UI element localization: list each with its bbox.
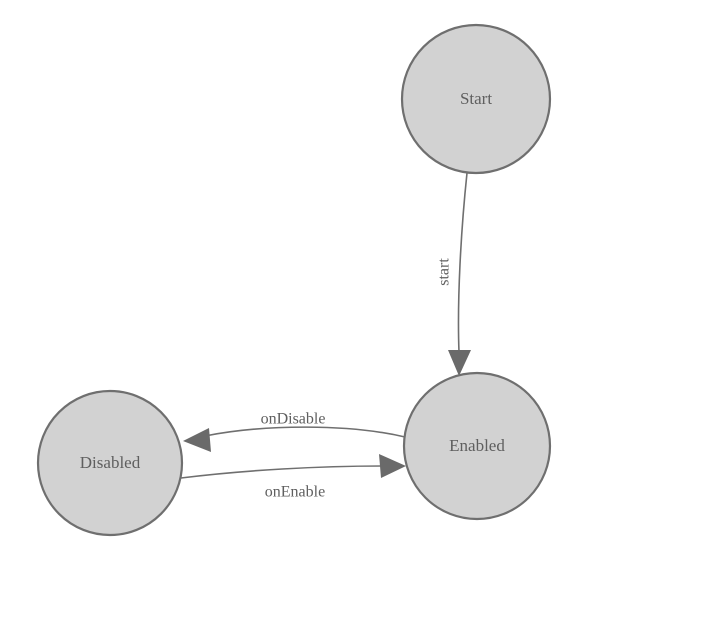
edge-start-to-enabled[interactable]: start (436, 172, 471, 376)
edge-disabled-to-enabled-path (180, 465, 383, 479)
edge-label-ondisable: onDisable (261, 411, 326, 428)
edge-enabled-to-disabled[interactable]: onDisable (183, 411, 406, 452)
state-node-disabled-label: Disabled (80, 453, 141, 472)
state-node-start[interactable]: Start (400, 23, 552, 175)
state-node-disabled-circle (36, 389, 184, 537)
edge-disabled-to-enabled[interactable]: onEnable (180, 454, 406, 501)
edge-label-onenable: onEnable (265, 484, 325, 501)
state-node-start-label: Start (460, 89, 492, 108)
edge-start-to-enabled-arrowhead (448, 350, 471, 376)
state-node-enabled-circle (402, 371, 552, 521)
state-node-enabled-label: Enabled (449, 436, 505, 455)
edge-enabled-to-disabled-arrowhead (183, 428, 211, 452)
edge-start-to-enabled-path (457, 172, 468, 353)
edge-enabled-to-disabled-path (204, 426, 406, 438)
edge-disabled-to-enabled-arrowhead (379, 454, 406, 478)
state-node-disabled[interactable]: Disabled (36, 389, 184, 537)
state-node-enabled[interactable]: Enabled (402, 371, 552, 521)
edge-label-start: start (436, 258, 453, 286)
state-node-start-circle (400, 23, 552, 175)
